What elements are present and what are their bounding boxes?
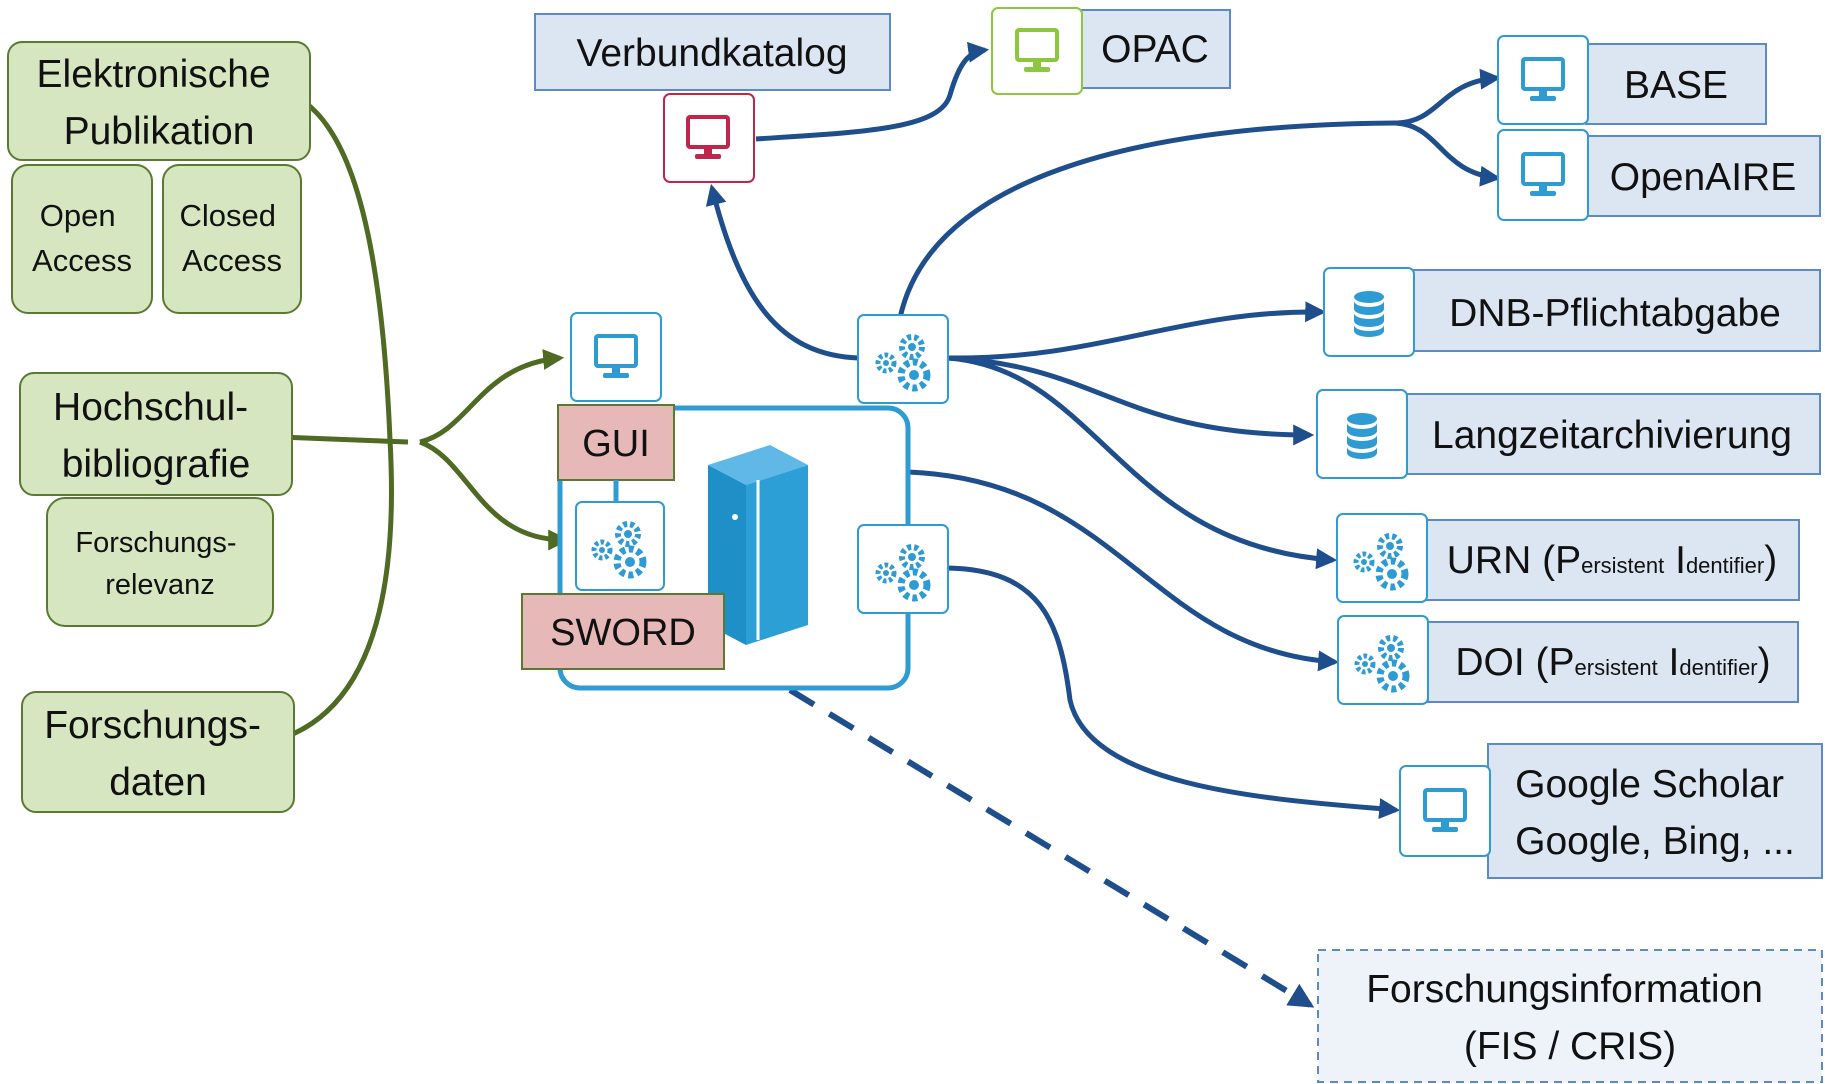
catalog-group: Verbundkatalog OPAC bbox=[534, 7, 1231, 183]
google-monitor-box bbox=[1399, 765, 1491, 857]
urn-label: URN (Persistent Identifier) bbox=[1447, 539, 1777, 582]
dnb-label: DNB-Pflichtabgabe bbox=[1449, 292, 1781, 335]
arrow-to-dnb bbox=[947, 301, 1327, 361]
elektronische-publikation-label: Elektronische Publikation bbox=[37, 53, 282, 153]
hochschulbibliografie-box bbox=[19, 372, 293, 496]
open-access-box bbox=[11, 164, 153, 314]
fis-label: Forschungsinformation (FIS / CRIS) bbox=[1366, 968, 1774, 1068]
arrow-to-sword bbox=[419, 439, 570, 551]
open-access-label: Open Access bbox=[32, 198, 132, 278]
arrow-to-base bbox=[1394, 68, 1502, 126]
export-gear-box-lower bbox=[857, 524, 949, 614]
repository: GUI SWORD bbox=[521, 312, 911, 691]
arrow-to-doi bbox=[907, 469, 1340, 672]
verbundkatalog-monitor-box bbox=[663, 93, 755, 183]
gui-label-box bbox=[557, 404, 675, 481]
arrow-to-openaire bbox=[1394, 120, 1502, 187]
dnb-box bbox=[1409, 269, 1821, 352]
sword-label-box bbox=[521, 593, 725, 670]
server-icon bbox=[708, 445, 808, 645]
forschungsrelevanz-label: Forschungs- relevanz bbox=[75, 527, 244, 601]
openaire-monitor-box bbox=[1497, 129, 1589, 221]
langzeit-label: Langzeitarchivierung bbox=[1432, 414, 1792, 457]
closed-access-label: Closed Access bbox=[179, 198, 284, 278]
forschungsdaten-label: Forschungs- daten bbox=[44, 704, 272, 804]
base-monitor-box bbox=[1497, 35, 1589, 125]
elektronische-publikation-box bbox=[7, 41, 311, 161]
arrow-to-verbundkatalog bbox=[705, 183, 859, 361]
forschungsdaten-box bbox=[21, 691, 295, 813]
line-to-harvesters bbox=[897, 120, 1396, 319]
base-box bbox=[1585, 43, 1767, 125]
base-label: BASE bbox=[1624, 64, 1728, 107]
closed-access-box bbox=[162, 164, 302, 314]
arrow-verbund-to-opac bbox=[755, 41, 990, 142]
opac-monitor-box bbox=[991, 7, 1083, 95]
sources: Elektronische Publikation Open Access Cl… bbox=[7, 41, 311, 813]
dashed-arrow-to-fis bbox=[788, 687, 1315, 1008]
google-box bbox=[1487, 743, 1823, 879]
doi-gear-box bbox=[1337, 615, 1429, 705]
arrow-to-langzeit bbox=[947, 355, 1315, 446]
urn-box bbox=[1424, 519, 1800, 601]
arrow-to-urn bbox=[947, 355, 1338, 570]
arrow-to-google bbox=[947, 565, 1401, 820]
sword-label: SWORD bbox=[550, 612, 696, 654]
arrow-to-gui bbox=[419, 349, 565, 445]
opac-box bbox=[1079, 9, 1231, 89]
openaire-box bbox=[1585, 135, 1821, 217]
doi-label: DOI (Persistent Identifier) bbox=[1455, 641, 1770, 684]
verbundkatalog-box bbox=[534, 13, 891, 91]
connectors bbox=[253, 41, 1502, 1008]
forschungsrelevanz-box bbox=[46, 497, 274, 627]
targets: BASE OpenAIRE DNB-Pflichtabgabe Langzeit… bbox=[1316, 35, 1823, 1083]
urn-gear-box bbox=[1336, 513, 1428, 603]
hochschulbibliografie-label: Hochschul- bibliografie bbox=[53, 386, 259, 486]
openaire-label: OpenAIRE bbox=[1610, 156, 1796, 199]
verbundkatalog-label: Verbundkatalog bbox=[576, 32, 847, 75]
gui-label: GUI bbox=[582, 423, 650, 465]
doi-box bbox=[1427, 621, 1799, 703]
sword-gear-box bbox=[575, 501, 665, 591]
export-gear-box-upper bbox=[857, 314, 949, 404]
middle-gears bbox=[857, 314, 949, 614]
gui-monitor-box bbox=[570, 312, 662, 402]
opac-label: OPAC bbox=[1101, 28, 1209, 71]
google-label: Google Scholar Google, Bing, ... bbox=[1515, 763, 1795, 863]
fis-box bbox=[1317, 949, 1823, 1083]
